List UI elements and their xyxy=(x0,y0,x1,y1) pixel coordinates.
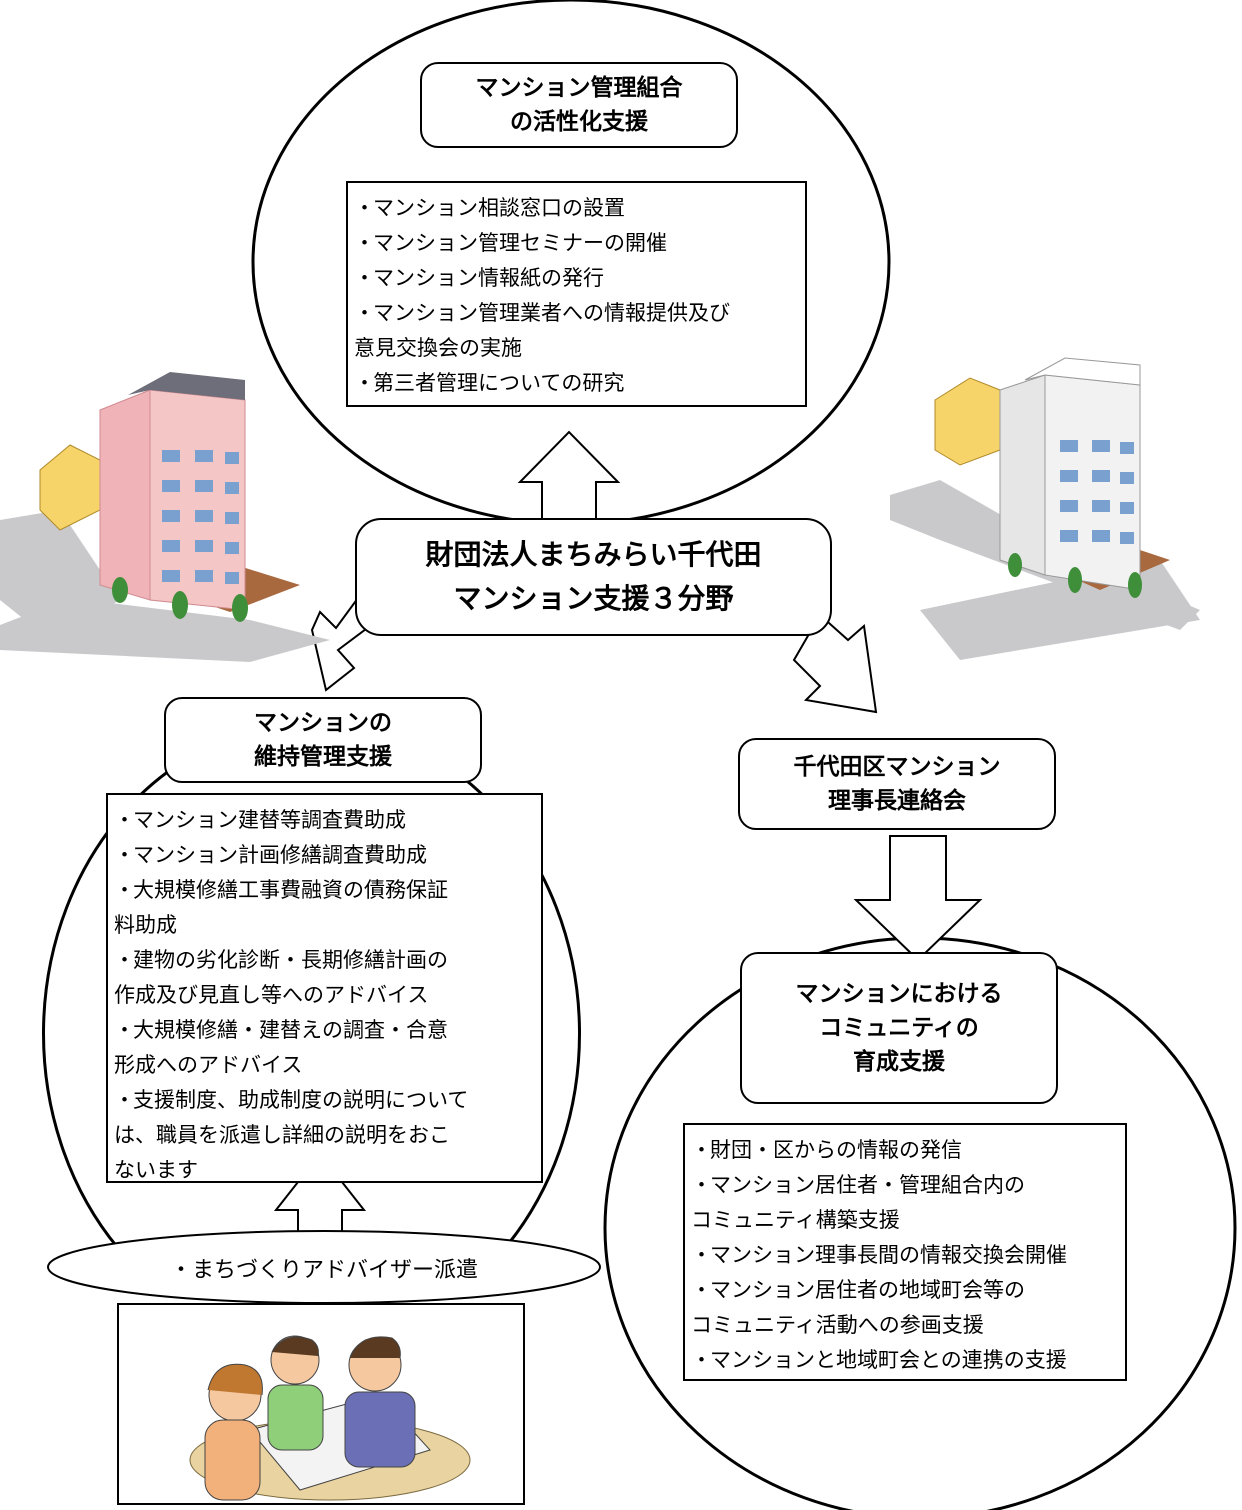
top-title-box: マンション管理組合 の活性化支援 xyxy=(420,62,738,148)
top-list-box: マンション相談窓口の設置 マンション管理セミナーの開催 マンション情報紙の発行 … xyxy=(346,181,807,407)
left-list-box: マンション建替等調査費助成 マンション計画修繕調査費助成 大規模修繕工事費融資の… xyxy=(106,793,543,1183)
top-item-1: マンション相談窓口の設置 xyxy=(354,191,799,226)
meeting-people-illustration xyxy=(189,1335,471,1501)
right-item-3: マンション理事長間の情報交換会開催 xyxy=(691,1238,1119,1273)
right-list-box: 財団・区からの情報の発信 マンション居住者・管理組合内の コミュニティ構築支援 … xyxy=(683,1123,1127,1381)
arrow-to-council xyxy=(792,613,878,714)
council-box: 千代田区マンション 理事長連絡会 xyxy=(738,738,1056,830)
left-title: マンションの 維持管理支援 xyxy=(254,710,392,770)
arrow-down-to-right xyxy=(853,835,983,962)
left-item-1: マンション建替等調査費助成 xyxy=(114,803,535,838)
right-title-box: マンションにおける コミュニティの 育成支援 xyxy=(740,952,1058,1104)
top-item-2: マンション管理セミナーの開催 xyxy=(354,226,799,261)
center-box: 財団法人まちみらい千代田 マンション支援３分野 xyxy=(355,518,832,636)
left-item-5: 大規模修繕・建替えの調査・合意 形成へのアドバイス xyxy=(114,1013,535,1083)
right-item-5: マンションと地域町会との連携の支援 xyxy=(691,1343,1119,1378)
left-item-4: 建物の劣化診断・長期修繕計画の 作成及び見直し等へのアドバイス xyxy=(114,943,535,1013)
top-item-3: マンション情報紙の発行 xyxy=(354,261,799,296)
top-title: マンション管理組合 の活性化支援 xyxy=(475,75,683,135)
top-item-4: マンション管理業者への情報提供及び 意見交換会の実施 xyxy=(354,296,799,366)
white-building-illustration xyxy=(890,357,1200,660)
right-item-2: マンション居住者・管理組合内の コミュニティ構築支援 xyxy=(691,1168,1119,1238)
center-title: 財団法人まちみらい千代田 マンション支援３分野 xyxy=(425,538,762,615)
right-item-1: 財団・区からの情報の発信 xyxy=(691,1133,1119,1168)
pink-building-illustration xyxy=(0,372,330,662)
left-item-2: マンション計画修繕調査費助成 xyxy=(114,838,535,873)
advisor-label: ・まちづくりアドバイザー派遣 xyxy=(169,1258,478,1283)
top-item-5: 第三者管理についての研究 xyxy=(354,366,799,401)
right-item-4: マンション居住者の地域町会等の コミュニティ活動への参画支援 xyxy=(691,1273,1119,1343)
left-title-box: マンションの 維持管理支援 xyxy=(164,697,482,783)
council-title: 千代田区マンション 理事長連絡会 xyxy=(793,754,1001,814)
left-item-3: 大規模修繕工事費融資の債務保証 料助成 xyxy=(114,873,535,943)
right-title: マンションにおける コミュニティの 育成支援 xyxy=(795,981,1003,1075)
left-item-6: 支援制度、助成制度の説明について は、職員を派遣し詳細の説明をおこ ないます xyxy=(114,1083,535,1188)
